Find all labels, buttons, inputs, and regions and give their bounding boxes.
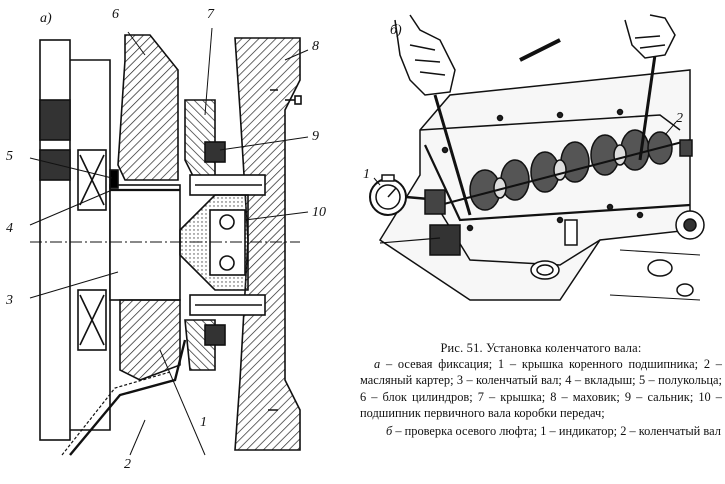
caption-part-a-letter: а — [374, 357, 381, 372]
panel-a-leaders — [29, 27, 309, 456]
callout-5: 5 — [6, 149, 13, 164]
callout-b-1: 1 — [363, 167, 370, 182]
figure-caption: Рис. 51. Установка коленчатого вала: а –… — [360, 340, 722, 439]
caption-part-a-text: – осевая фиксация; 1 – крышка коренного … — [360, 357, 722, 420]
caption-title: Рис. 51. Установка коленчатого вала: — [440, 341, 642, 355]
callout-1: 1 — [200, 415, 207, 430]
callout-6: 6 — [112, 7, 119, 22]
callout-8: 8 — [312, 39, 319, 54]
caption-part-b-text: – проверка осевого люфта; 1 – индикатор;… — [392, 424, 721, 439]
callout-9: 9 — [312, 129, 319, 144]
caption-part-a: а – осевая фиксация; 1 – крышка коренног… — [360, 356, 722, 421]
callout-4: 4 — [6, 221, 13, 236]
callout-2: 2 — [124, 457, 131, 472]
panel-a-letter: а) — [40, 11, 52, 26]
panel-a-drawing — [30, 34, 302, 456]
panel-b-letter: б) — [390, 23, 402, 38]
callout-10: 10 — [312, 205, 326, 220]
callout-3: 3 — [5, 293, 13, 308]
callout-b-2: 2 — [676, 111, 683, 126]
panel-b-drawing — [369, 14, 705, 301]
caption-part-b-letter: б — [386, 424, 393, 439]
panel-b-leaders — [373, 121, 677, 186]
caption-part-b: б – проверка осевого люфта; 1 – индикато… — [360, 423, 722, 439]
callout-7: 7 — [207, 7, 215, 22]
